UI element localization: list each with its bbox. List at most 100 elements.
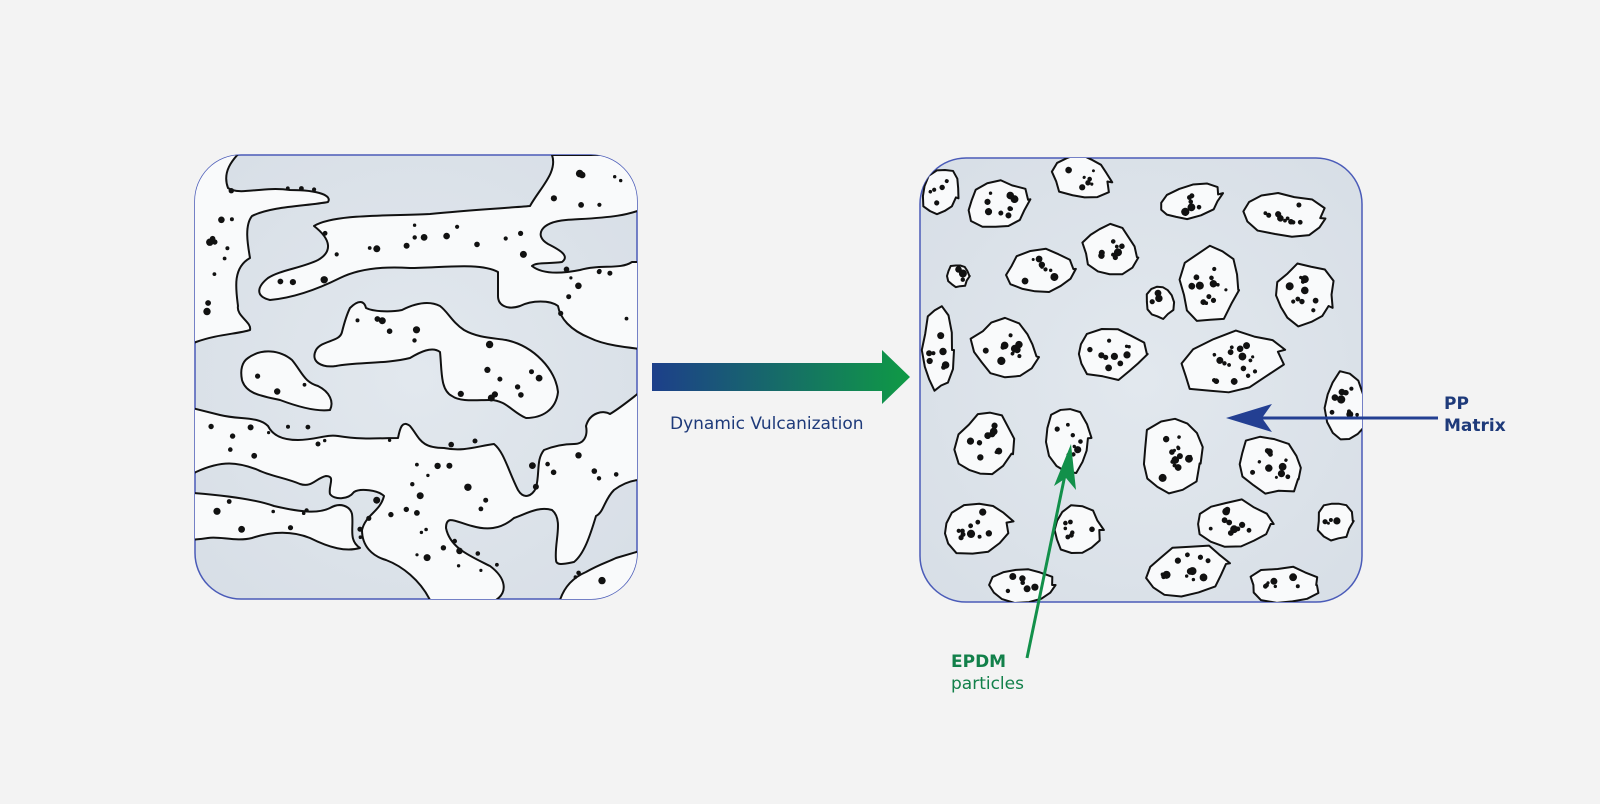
filler-dot	[1043, 267, 1048, 272]
filler-dot	[1221, 517, 1228, 524]
filler-dot	[1295, 296, 1301, 302]
filler-dot	[212, 272, 217, 276]
filler-dot	[1205, 558, 1211, 564]
filler-dot	[228, 188, 234, 194]
filler-dot	[1184, 574, 1189, 578]
particle-outline	[1081, 222, 1140, 276]
epdm-pointer-line	[1025, 469, 1068, 659]
filler-dot	[1239, 521, 1246, 528]
filler-dot	[1227, 349, 1234, 356]
filler-dot	[285, 186, 290, 191]
filler-dot	[1063, 526, 1068, 531]
filler-dot	[1240, 365, 1247, 372]
filler-dot	[975, 519, 981, 525]
filler-dot	[208, 423, 214, 430]
filler-dot	[977, 454, 984, 461]
filler-dot	[1299, 275, 1303, 280]
filler-dot	[1078, 439, 1083, 444]
filler-dot	[1326, 521, 1330, 525]
filler-dot	[412, 223, 417, 227]
filler-dot	[1266, 212, 1272, 218]
filler-dot	[1346, 410, 1354, 418]
pp-pointer-head	[1226, 404, 1272, 432]
filler-dot	[1204, 301, 1209, 306]
filler-dot	[1160, 572, 1165, 577]
filler-dot	[550, 469, 557, 476]
epdm-particle	[1275, 262, 1335, 328]
filler-dot	[373, 496, 381, 504]
filler-dot	[475, 551, 481, 556]
epdm-particle	[1005, 247, 1077, 293]
filler-dot	[1071, 452, 1076, 457]
epdm-particle	[1178, 244, 1241, 322]
filler-dot	[1021, 277, 1029, 285]
filler-dot	[423, 554, 431, 562]
filler-dot	[255, 373, 261, 379]
filler-dot	[443, 232, 450, 240]
epdm-particle	[1238, 435, 1302, 495]
epdm-pointer-head	[1054, 444, 1076, 490]
particle-outline	[1249, 565, 1320, 602]
filler-dot	[1105, 364, 1112, 372]
filler-dot	[1196, 204, 1202, 210]
filler-dot	[1199, 573, 1208, 582]
epdm-domain	[195, 391, 637, 599]
filler-dot	[226, 499, 232, 504]
filler-dot	[374, 316, 381, 322]
filler-dot	[550, 195, 558, 202]
filler-dot	[619, 178, 623, 183]
filler-dot	[573, 575, 578, 579]
particle-outline	[1050, 158, 1114, 199]
filler-dot	[1048, 268, 1053, 273]
filler-dot	[322, 230, 328, 236]
filler-dot	[412, 326, 421, 334]
filler-dot	[1278, 462, 1287, 471]
filler-dot	[483, 497, 489, 503]
filler-dot	[1285, 474, 1291, 480]
particle-outline	[1145, 285, 1176, 320]
filler-dot	[598, 576, 606, 585]
filler-dot	[1222, 361, 1227, 366]
epdm-particle	[920, 305, 955, 392]
epdm-particle	[1316, 502, 1355, 542]
filler-dot	[956, 528, 961, 533]
filler-dot	[529, 462, 536, 469]
filler-dot	[926, 350, 933, 357]
filler-dot	[532, 483, 539, 490]
filler-dot	[960, 277, 965, 282]
filler-dot	[988, 191, 993, 195]
filler-dot	[1213, 378, 1220, 385]
filler-dot	[968, 523, 974, 529]
filler-dot	[312, 187, 317, 192]
filler-dot	[1162, 570, 1171, 579]
filler-dot	[1054, 426, 1060, 432]
filler-dot	[479, 568, 483, 573]
filler-dot	[1238, 352, 1247, 361]
filler-dot	[926, 357, 933, 365]
filler-dot	[1015, 340, 1023, 349]
filler-dot	[569, 276, 573, 280]
particle-outline	[1178, 244, 1241, 322]
filler-dot	[1031, 583, 1039, 591]
filler-dot	[1172, 463, 1177, 468]
filler-dot	[464, 483, 472, 491]
epdm-particle	[1180, 329, 1287, 394]
filler-dot	[456, 564, 461, 568]
filler-dot	[1289, 573, 1297, 582]
filler-dot	[271, 509, 276, 514]
filler-dot	[386, 328, 393, 335]
filler-dot	[1087, 346, 1093, 353]
filler-dot	[998, 210, 1004, 216]
filler-dot	[1226, 519, 1233, 526]
filler-dot	[1263, 211, 1268, 216]
filler-dot	[358, 535, 363, 539]
epdm-particle	[1242, 192, 1327, 238]
epdm-particle	[943, 502, 1015, 555]
filler-dot	[1193, 274, 1200, 281]
filler-dot	[1019, 575, 1026, 582]
particle-outline	[1044, 408, 1093, 475]
filler-dot	[939, 347, 947, 356]
filler-dot	[563, 266, 570, 273]
epdm-particle	[1197, 498, 1275, 548]
filler-dot	[403, 506, 409, 513]
